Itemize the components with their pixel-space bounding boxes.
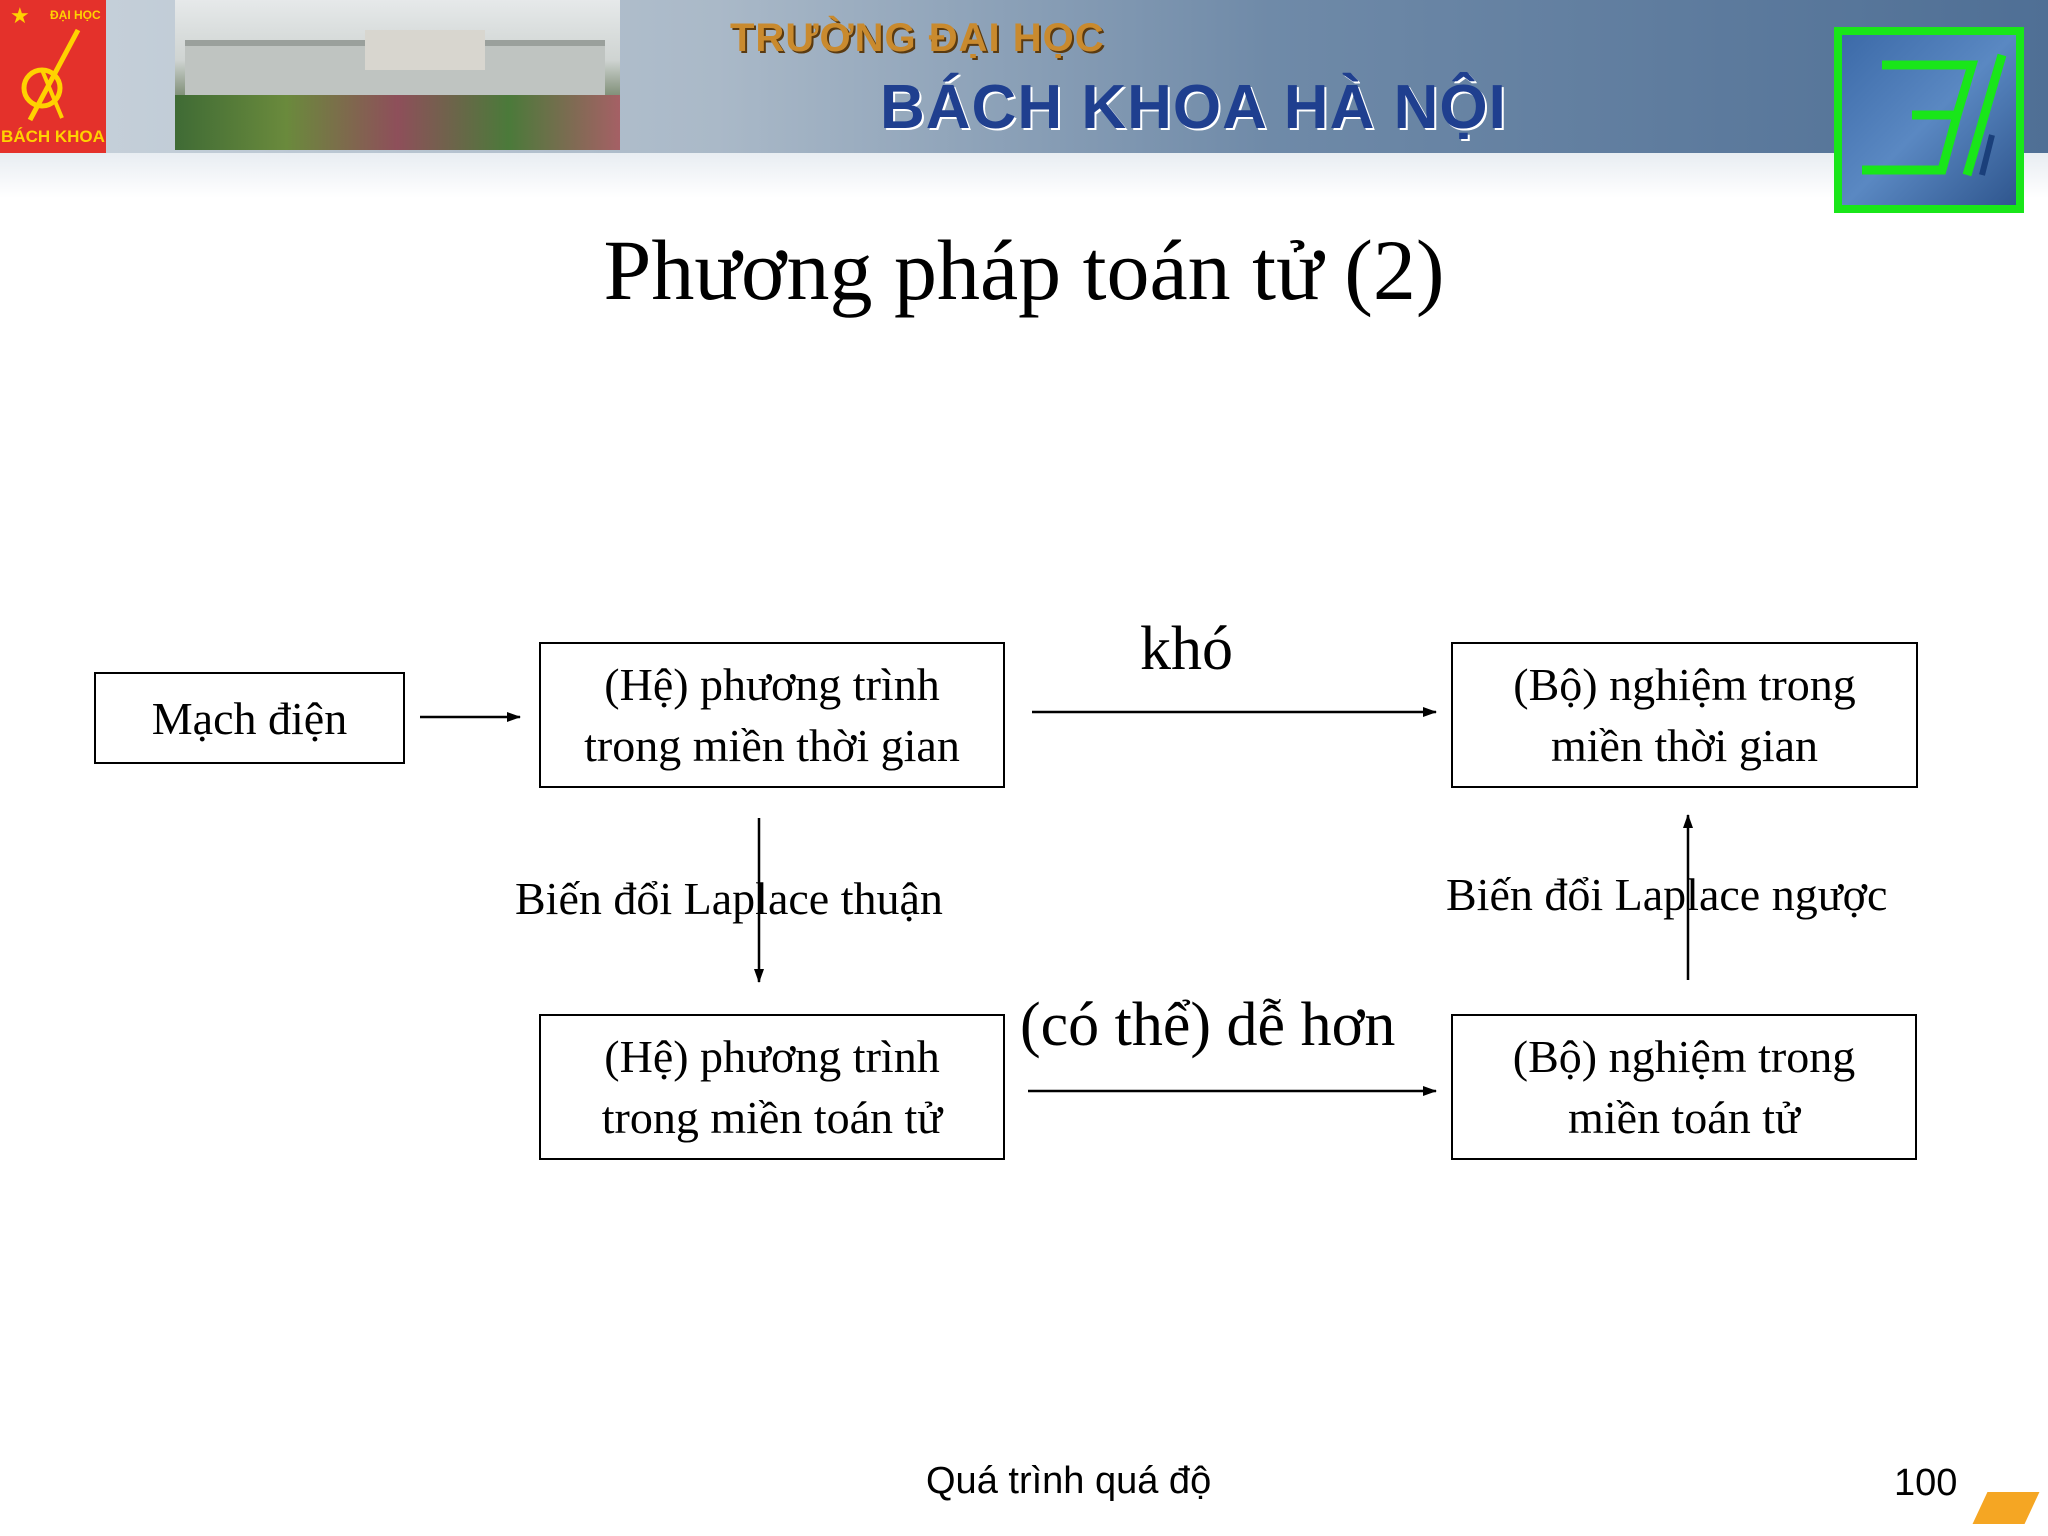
node-equations-operator-line1: (Hệ) phương trình [604,1031,940,1082]
logo-top-text: ĐẠI HỌC [50,8,101,22]
label-inverse-laplace: Biến đổi Laplace ngược [1446,869,1888,920]
campus-photo [175,0,620,150]
node-solutions-operator-domain: (Bộ) nghiệm trong miền toán tử [1451,1014,1917,1160]
university-name-line2: BÁCH KHOA HÀ NỘI [880,73,1507,142]
node-solutions-time-domain: (Bộ) nghiệm trong miền thời gian [1451,642,1918,788]
node-solutions-operator-line2: miền toán tử [1568,1092,1800,1143]
footer-text: Quá trình quá độ [926,1460,1212,1502]
label-forward-laplace: Biến đổi Laplace thuận [515,873,943,924]
node-circuit-label: Mạch điện [151,692,348,744]
node-equations-time-domain: (Hệ) phương trình trong miền thời gian [539,642,1005,788]
node-solutions-time-line1: (Bộ) nghiệm trong [1513,659,1856,710]
node-circuit: Mạch điện [94,672,405,764]
university-logo: ★ ĐẠI HỌC BÁCH KHOA [0,0,106,153]
slide-title: Phương pháp toán tử (2) [603,222,1445,318]
node-solutions-operator-line1: (Bộ) nghiệm trong [1512,1031,1856,1082]
header-fade [0,153,2048,198]
compass-icon [21,28,81,122]
campus-building-center [365,30,485,70]
label-easier: (có thể) dễ hơn [1020,991,1396,1059]
department-logo-mark [1862,53,2007,177]
node-equations-operator-line2: trong miền toán tử [601,1092,943,1143]
node-solutions-time-line2: miền thời gian [1550,720,1819,771]
node-equations-time-line1: (Hệ) phương trình [604,659,940,710]
label-hard: khó [1140,615,1233,683]
page-number: 100 [1894,1462,1958,1504]
node-equations-time-line2: trong miền thời gian [584,720,960,771]
node-equations-operator-domain: (Hệ) phương trình trong miền toán tử [539,1014,1005,1160]
star-icon: ★ [10,4,30,29]
logo-bottom-text: BÁCH KHOA [1,127,105,146]
university-name-line1: TRƯỜNG ĐẠI HỌC [730,16,1105,60]
campus-garden [175,95,620,150]
department-logo [1834,27,2024,213]
